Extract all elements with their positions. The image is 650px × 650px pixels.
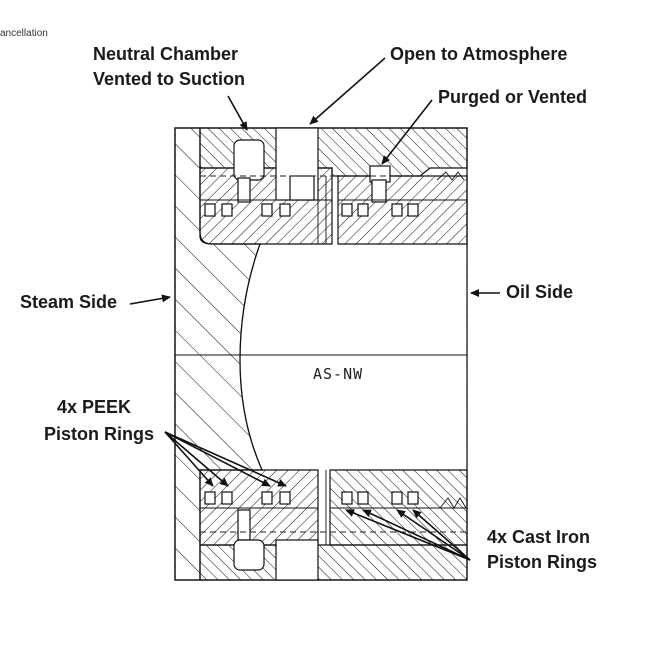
- oil-side-label: Oil Side: [506, 282, 573, 302]
- cast-iron-arrow-2: [362, 509, 471, 561]
- peek-rings-label: 4x PEEK: [57, 397, 131, 417]
- cast-iron-arrow-1: [345, 509, 471, 561]
- bottom-seal-assembly: [199, 469, 468, 581]
- open-to-atmosphere-arrow: [309, 57, 386, 125]
- purged-or-vented-label: Purged or Vented: [438, 87, 587, 107]
- cast-iron-rings-label: 4x Cast Iron: [487, 527, 590, 547]
- open-to-atmosphere-label: Open to Atmosphere: [390, 44, 567, 64]
- steam-side-label: Steam Side: [20, 292, 117, 312]
- cast-iron-arrow-3: [396, 509, 471, 561]
- top-ring-grooves: [204, 203, 419, 217]
- bottom-ring-grooves: [204, 491, 419, 505]
- cast-iron-arrow-4: [412, 509, 471, 561]
- peek-arrow-3: [164, 431, 271, 487]
- cross-section-drawing: [174, 127, 468, 581]
- purged-or-vented-arrow: [381, 99, 433, 165]
- peek-arrow-2: [164, 431, 229, 487]
- peek-arrow-1: [164, 431, 214, 487]
- peek-arrow-4: [164, 431, 287, 487]
- neutral-chamber-label: Neutral Chamber: [93, 44, 238, 64]
- top-seal-assembly: [199, 127, 468, 245]
- callout-arrows: [129, 57, 500, 561]
- neutral-chamber-arrow: [227, 95, 248, 131]
- cast-iron-rings-sublabel: Piston Rings: [487, 552, 597, 572]
- top-fragment-text: ancellation: [0, 28, 48, 39]
- center-tag-label: AS-NW: [313, 365, 363, 383]
- steam-side-arrow: [129, 294, 171, 305]
- peek-rings-sublabel: Piston Rings: [44, 424, 154, 444]
- neutral-chamber-sublabel: Vented to Suction: [93, 69, 245, 89]
